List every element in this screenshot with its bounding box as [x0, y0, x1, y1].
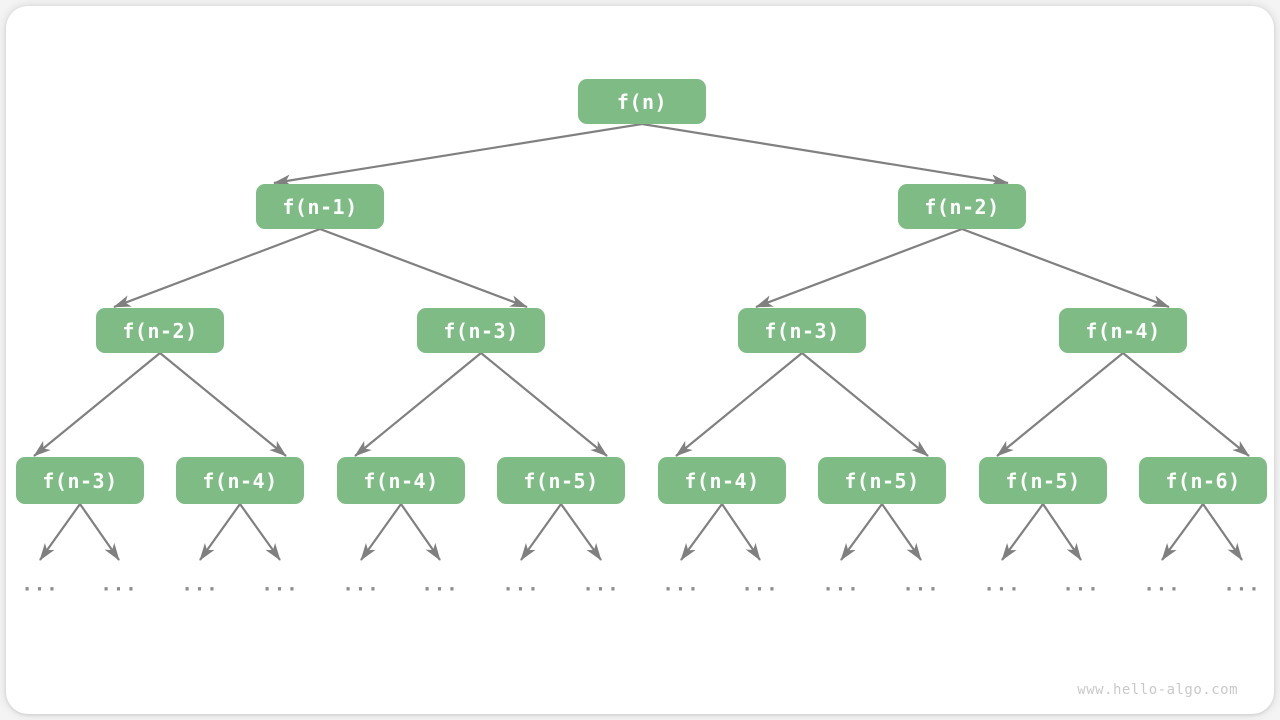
ellipsis-marker: ...: [902, 573, 940, 596]
ellipsis-marker: ...: [261, 573, 299, 596]
leaf-edge-n12-10: [840, 503, 883, 561]
leaf-edge-n11-8: [680, 503, 723, 561]
ellipsis-marker: ...: [662, 573, 700, 596]
tree-edge-n3-to-n7: [33, 352, 161, 457]
tree-node-n10: f(n-5): [497, 457, 625, 504]
tree-edge-n5-to-n11: [675, 352, 803, 457]
leaf-edge-n14-15: [1202, 503, 1243, 561]
ellipsis-marker: ...: [421, 573, 459, 596]
watermark: www.hello-algo.com: [1077, 682, 1238, 698]
tree-node-n0: f(n): [578, 79, 706, 124]
ellipsis-marker: ...: [502, 573, 540, 596]
tree-node-n11: f(n-4): [658, 457, 786, 504]
tree-edge-n0-to-n2: [641, 122, 1009, 187]
tree-node-n9: f(n-4): [337, 457, 465, 504]
leaf-edge-n12-11: [881, 503, 922, 561]
tree-node-n14: f(n-6): [1139, 457, 1267, 504]
tree-edge-n6-to-n13: [996, 352, 1124, 457]
leaf-edge-n10-6: [520, 503, 562, 561]
leaf-edge-n10-7: [560, 503, 602, 561]
leaf-edge-n11-9: [721, 503, 761, 561]
ellipsis-marker: ...: [181, 573, 219, 596]
ellipsis-marker: ...: [1223, 573, 1261, 596]
tree-node-n3: f(n-2): [96, 308, 224, 353]
ellipsis-marker: ...: [822, 573, 860, 596]
tree-edge-n2-to-n5: [755, 227, 963, 309]
tree-edge-n3-to-n8: [159, 352, 287, 457]
tree-node-n12: f(n-5): [818, 457, 946, 504]
tree-node-n8: f(n-4): [176, 457, 304, 504]
tree-node-n6: f(n-4): [1059, 308, 1187, 353]
tree-node-n1: f(n-1): [256, 184, 384, 229]
ellipsis-marker: ...: [741, 573, 779, 596]
tree-node-n13: f(n-5): [979, 457, 1107, 504]
tree-node-n7: f(n-3): [16, 457, 144, 504]
ellipsis-marker: ...: [1143, 573, 1181, 596]
leaf-edge-n9-4: [360, 503, 402, 561]
tree-node-n4: f(n-3): [417, 308, 545, 353]
leaf-edge-n7-0: [39, 503, 81, 561]
ellipsis-marker: ...: [1062, 573, 1100, 596]
tree-edge-n1-to-n4: [319, 227, 528, 309]
ellipsis-marker: ...: [582, 573, 620, 596]
tree-edge-n2-to-n6: [961, 227, 1170, 309]
ellipsis-marker: ...: [21, 573, 59, 596]
tree-edge-n1-to-n3: [113, 227, 321, 309]
leaf-edge-n14-14: [1161, 503, 1204, 561]
ellipsis-marker: ...: [100, 573, 138, 596]
leaf-edge-n8-3: [239, 503, 281, 561]
tree-edge-n0-to-n1: [273, 122, 643, 187]
leaf-edge-n8-2: [199, 503, 241, 561]
leaf-edge-n7-1: [79, 503, 120, 561]
tree-edge-n6-to-n14: [1122, 352, 1250, 457]
tree-node-n2: f(n-2): [898, 184, 1026, 229]
tree-edge-n5-to-n12: [801, 352, 929, 457]
leaf-edge-n9-5: [400, 503, 441, 561]
tree-edge-n4-to-n9: [354, 352, 482, 457]
tree-edge-n4-to-n10: [480, 352, 608, 457]
leaf-edge-n13-13: [1042, 503, 1082, 561]
ellipsis-marker: ...: [983, 573, 1021, 596]
ellipsis-marker: ...: [342, 573, 380, 596]
tree-node-n5: f(n-3): [738, 308, 866, 353]
leaf-edge-n13-12: [1001, 503, 1044, 561]
